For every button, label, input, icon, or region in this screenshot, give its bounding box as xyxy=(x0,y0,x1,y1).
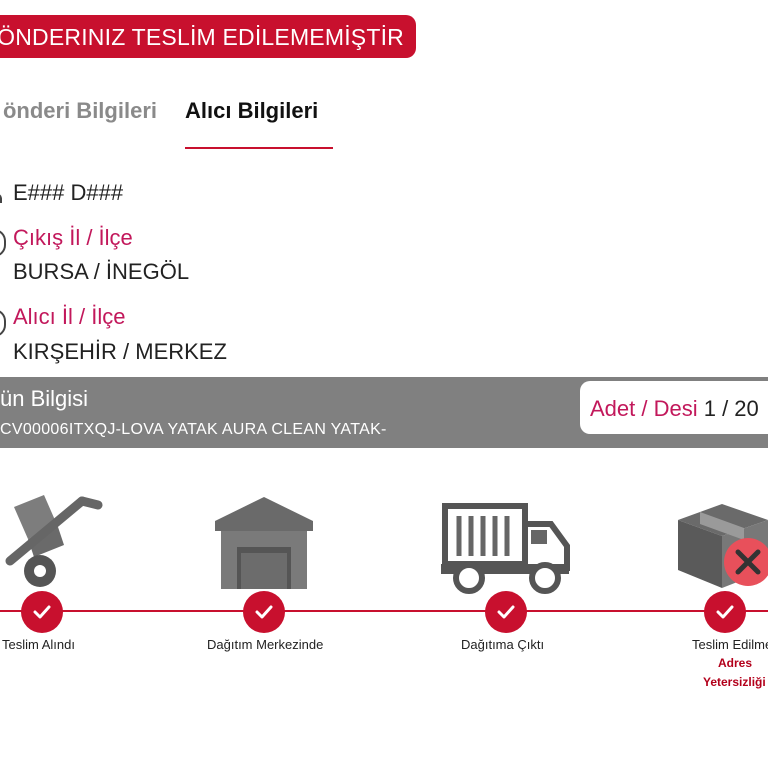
origin-value: BURSA / İNEGÖL xyxy=(13,259,190,284)
failed-package-icon xyxy=(678,504,768,588)
status-banner: ÖNDERINIZ TESLİM EDİLEMEMİŞTİR xyxy=(0,15,416,58)
quantity-value: 1 / 20 xyxy=(703,396,759,421)
tab-receiver-info[interactable]: Alıcı Bilgileri xyxy=(185,98,319,123)
location-pin-icon xyxy=(0,229,6,257)
receiver-name: E### D### xyxy=(13,180,124,205)
person-icon xyxy=(0,193,2,203)
product-description: CV00006ITXQJ-LOVA YATAK AURA CLEAN YATAK… xyxy=(0,421,387,438)
quantity-label: Adet / Desi xyxy=(590,396,698,421)
hand-truck-icon xyxy=(5,495,103,587)
delivery-truck-icon xyxy=(441,503,570,594)
step-label-out-for-delivery: Dağıtıma Çıktı xyxy=(461,637,545,652)
failure-reason-line1: Adres xyxy=(718,656,753,670)
location-pin-icon xyxy=(0,309,6,337)
step-label-distribution-center: Dağıtım Merkezinde xyxy=(207,637,324,652)
check-icon xyxy=(485,591,527,633)
failure-reason-line2: Yetersizliği xyxy=(703,675,766,689)
product-info-title: ün Bilgisi xyxy=(0,386,89,411)
check-icon xyxy=(243,591,285,633)
step-label-delivery: Teslim Edilme xyxy=(692,637,768,652)
destination-value: KIRŞEHİR / MERKEZ xyxy=(13,339,227,364)
origin-label: Çıkış İl / İlçe xyxy=(13,225,133,250)
warehouse-icon xyxy=(215,497,313,589)
tab-shipment-info[interactable]: önderi Bilgileri xyxy=(2,98,157,123)
tracking-line xyxy=(0,610,768,612)
active-tab-underline xyxy=(185,147,333,149)
step-label-picked-up: Teslim Alındı xyxy=(2,637,75,652)
destination-label: Alıcı İl / İlçe xyxy=(13,304,126,329)
check-icon xyxy=(21,591,63,633)
check-icon xyxy=(704,591,746,633)
quantity-box: Adet / Desi 1 / 20 xyxy=(580,381,768,434)
